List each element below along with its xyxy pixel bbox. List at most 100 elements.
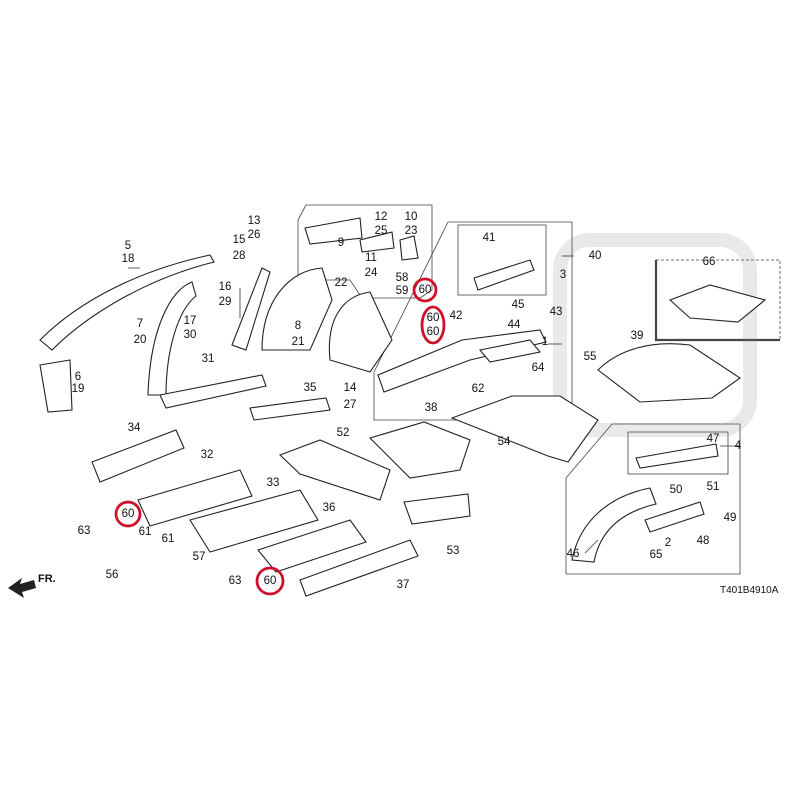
- part-number-58: 58: [396, 272, 409, 284]
- part-number-25: 25: [375, 225, 388, 237]
- part-number-26: 26: [248, 229, 261, 241]
- part-number-53: 53: [447, 545, 460, 557]
- part-rear-floor-38: [368, 421, 471, 479]
- part-number-51: 51: [707, 481, 720, 493]
- part-number-17: 17: [184, 315, 197, 327]
- part-number-15: 15: [233, 234, 246, 246]
- part-rear-side-sill: [571, 487, 657, 563]
- part-number-65: 65: [650, 549, 663, 561]
- part-bracket-23: [399, 235, 419, 261]
- front-label: FR.: [38, 573, 56, 585]
- leader-lines: [128, 255, 740, 554]
- highlight-circle: [420, 305, 446, 345]
- drawing-code: T401B4910A: [720, 585, 779, 596]
- part-number-35: 35: [304, 382, 317, 394]
- part-number-3: 3: [560, 269, 566, 281]
- part-floor-panel-33: [189, 489, 319, 553]
- part-number-32: 32: [201, 449, 214, 461]
- part-number-60: 60: [427, 326, 440, 338]
- part-floor-sub: [473, 259, 535, 291]
- part-number-31: 31: [202, 353, 215, 365]
- part-number-50: 50: [670, 484, 683, 496]
- part-number-27: 27: [344, 399, 357, 411]
- part-floor-panel-36: [257, 519, 367, 573]
- part-number-14: 14: [344, 382, 357, 394]
- part-number-60: 60: [419, 284, 432, 296]
- part-number-36: 36: [323, 502, 336, 514]
- part-number-40: 40: [589, 250, 602, 262]
- highlight-circle: [255, 566, 285, 596]
- part-number-60: 60: [427, 312, 440, 324]
- part-number-37: 37: [397, 579, 410, 591]
- part-number-19: 19: [72, 383, 85, 395]
- part-number-33: 33: [267, 477, 280, 489]
- part-number-57: 57: [193, 551, 206, 563]
- part-number-7: 7: [137, 318, 143, 330]
- part-number-60: 60: [122, 508, 135, 520]
- part-number-66: 66: [703, 256, 716, 268]
- part-crossmember-31: [159, 374, 267, 409]
- group-box-spare-tire-outline: [654, 260, 780, 342]
- part-number-1: 1: [542, 336, 548, 348]
- part-number-28: 28: [233, 250, 246, 262]
- part-bracket-53: [403, 493, 471, 525]
- part-spare-tire-pan: [668, 284, 767, 323]
- part-number-12: 12: [375, 211, 388, 223]
- part-number-8: 8: [295, 320, 301, 332]
- part-number-21: 21: [292, 336, 305, 348]
- part-number-48: 48: [697, 535, 710, 547]
- part-rear-rail-54: [450, 395, 599, 463]
- part-number-61: 61: [139, 526, 152, 538]
- part-number-54: 54: [498, 436, 511, 448]
- group-box-cross-member: [627, 431, 729, 475]
- part-center-tunnel: [278, 439, 391, 501]
- part-crossmember-1: [478, 339, 542, 363]
- part-floor-panel-32: [137, 469, 253, 527]
- part-number-63: 63: [229, 575, 242, 587]
- highlight-circles: [114, 277, 446, 596]
- part-number-24: 24: [365, 267, 378, 279]
- part-number-47: 47: [707, 433, 720, 445]
- group-box-side-sill: [565, 423, 741, 575]
- part-inner-wheelhouse: [328, 291, 393, 373]
- part-number-11: 11: [365, 252, 377, 264]
- watermark-logo: [553, 233, 757, 437]
- part-number-22: 22: [335, 277, 348, 289]
- highlight-circle: [412, 277, 438, 303]
- part-number-49: 49: [724, 512, 737, 524]
- part-number-38: 38: [425, 402, 438, 414]
- part-number-39: 39: [631, 330, 644, 342]
- part-number-10: 10: [405, 211, 418, 223]
- part-number-42: 42: [450, 310, 463, 322]
- part-number-59: 59: [396, 285, 409, 297]
- part-number-43: 43: [550, 306, 563, 318]
- part-front-pillar: [147, 281, 197, 396]
- part-floor-front-panel: [91, 429, 185, 483]
- part-number-6: 6: [75, 371, 81, 383]
- part-number-46: 46: [567, 548, 580, 560]
- part-number-30: 30: [184, 329, 197, 341]
- part-side-sill-37: [299, 539, 419, 597]
- part-number-45: 45: [512, 299, 525, 311]
- part-number-4: 4: [735, 440, 742, 452]
- part-number-61: 61: [162, 533, 175, 545]
- part-crossmember-47: [635, 443, 719, 469]
- part-number-9: 9: [338, 237, 344, 249]
- part-upper-bracket: [304, 217, 363, 245]
- part-number-5: 5: [125, 240, 131, 252]
- group-boxes: [297, 204, 781, 575]
- part-rear-floor: [597, 343, 741, 403]
- front-indicator: FR.: [8, 573, 56, 598]
- front-arrow-icon: [8, 578, 36, 598]
- part-side-sill-reinf: [644, 501, 705, 533]
- part-number-23: 23: [405, 225, 418, 237]
- part-wheel-arch-front: [261, 267, 333, 351]
- part-rear-frame-rail: [377, 329, 547, 393]
- group-box-floor-sub: [457, 224, 547, 296]
- part-number-18: 18: [122, 253, 135, 265]
- part-a-pillar: [39, 359, 73, 413]
- part-number-44: 44: [508, 319, 521, 331]
- part-number-63: 63: [78, 525, 91, 537]
